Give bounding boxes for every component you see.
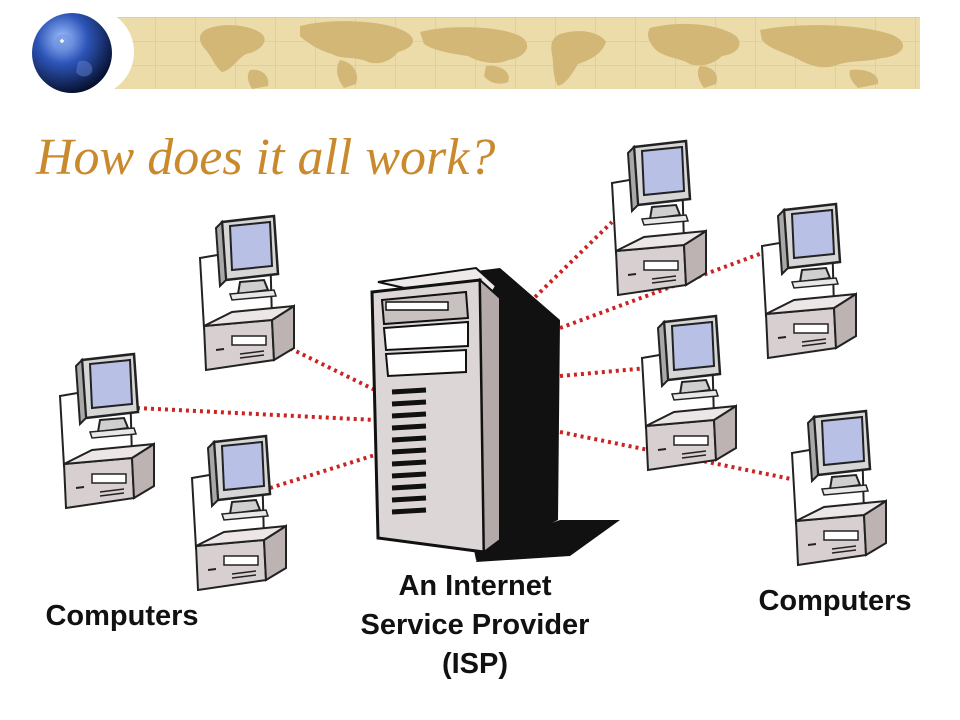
isp-label-line-1: An Internet [398,570,552,602]
isp-label-line-2: Service Provider [360,609,590,641]
server-tower-icon [370,266,620,562]
computer-left-middle [58,352,156,510]
computer-right-2 [760,202,858,360]
computer-left-top [198,214,296,372]
computer-right-4 [790,409,888,567]
world-map-banner [32,8,920,96]
computer-right-1 [610,139,708,297]
isp-label: An Internet Service Provider (ISP) [320,567,630,684]
computers-left-label: Computers [45,600,199,632]
computers-right-label: Computers [758,585,912,617]
link-right-2 [559,250,766,330]
link-right-3 [559,366,649,378]
globe-icon [32,13,112,93]
isp-label-line-3: (ISP) [441,648,509,680]
link-left-middle [136,406,376,422]
computer-left-bottom [190,434,288,592]
link-right-1 [528,220,614,304]
page-title: How does it all work? [36,129,496,186]
link-left-bottom [269,453,376,490]
computer-right-3 [640,314,738,472]
